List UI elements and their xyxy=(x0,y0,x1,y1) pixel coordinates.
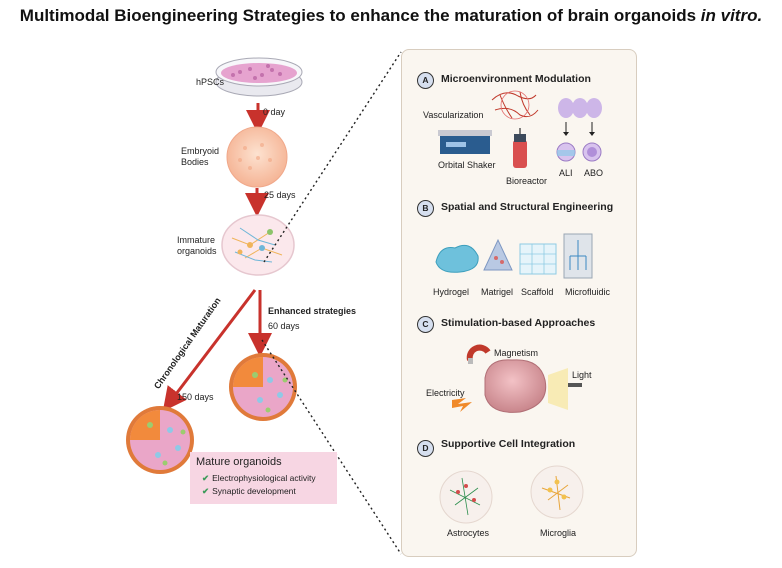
label-day60: 60 days xyxy=(268,321,300,331)
badge-b: B xyxy=(417,200,434,217)
ali-abo-icon xyxy=(556,98,602,162)
label-embryoid: Embryoid Bodies xyxy=(181,146,219,168)
hydrogel-icon xyxy=(435,244,479,273)
badge-a: A xyxy=(417,72,434,89)
label-astrocytes: Astrocytes xyxy=(447,528,490,538)
mature-item-2-text: Synaptic development xyxy=(212,486,296,496)
label-microfluidic: Microfluidic xyxy=(565,287,611,297)
label-embryoid-line1: Embryoid xyxy=(181,146,220,156)
chronological-organoid-icon xyxy=(126,406,194,474)
label-enhanced: Enhanced strategies xyxy=(268,306,357,316)
orbital-shaker-icon xyxy=(438,130,492,154)
mature-item-2: ✔Synaptic development xyxy=(202,486,296,497)
label-electricity: Electricity xyxy=(426,388,465,398)
label-microglia: Microglia xyxy=(540,528,577,538)
bioreactor-icon xyxy=(513,128,527,168)
label-immature: Immature organoids xyxy=(177,235,217,257)
mature-item-1-text: Electrophysiological activity xyxy=(212,473,316,483)
vessel-network-icon xyxy=(491,90,539,120)
enhanced-organoid-icon xyxy=(229,353,297,421)
light-icon xyxy=(548,368,582,410)
label-day150: 150 days xyxy=(177,392,214,402)
embryoid-body-icon xyxy=(226,126,288,188)
check-icon: ✔ xyxy=(202,473,210,483)
badge-c: C xyxy=(417,316,434,333)
section-c-title: Stimulation-based Approaches xyxy=(441,317,596,329)
matrigel-icon xyxy=(483,238,513,271)
label-matrigel: Matrigel xyxy=(481,287,514,297)
mature-organoids-box: Mature organoids ✔Electrophysiological a… xyxy=(190,452,337,504)
label-immature-line2: organoids xyxy=(177,246,217,256)
magnet-icon xyxy=(466,344,491,364)
check-icon: ✔ xyxy=(202,486,210,496)
label-vascularization: Vascularization xyxy=(423,110,484,120)
section-d-title: Supportive Cell Integration xyxy=(441,438,576,450)
scaffold-icon xyxy=(519,243,557,275)
label-orbital-shaker: Orbital Shaker xyxy=(438,160,496,170)
label-hpscs: hPSCs xyxy=(196,77,225,87)
stimulation-blob-icon xyxy=(484,359,547,413)
label-embryoid-line2: Bodies xyxy=(181,157,209,167)
title-main: Multimodal Bioengineering Strategies to … xyxy=(19,6,701,25)
label-hydrogel: Hydrogel xyxy=(433,287,470,297)
title-emphasis: in vitro. xyxy=(700,6,763,25)
label-magnetism: Magnetism xyxy=(494,348,539,358)
section-b-title: Spatial and Structural Engineering xyxy=(441,201,614,213)
label-day25: 25 days xyxy=(264,190,296,200)
microglia-icon xyxy=(530,465,584,519)
label-ali: ALI xyxy=(559,168,573,178)
microfluidic-icon xyxy=(563,233,593,279)
label-abo: ABO xyxy=(584,168,604,178)
petri-dish-icon xyxy=(215,57,303,97)
immature-organoid-icon xyxy=(221,214,295,276)
label-day0: 0 day xyxy=(263,107,286,117)
mature-title: Mature organoids xyxy=(196,456,282,468)
page-title: Multimodal Bioengineering Strategies to … xyxy=(0,6,782,26)
lightning-icon xyxy=(452,398,472,412)
badge-d: D xyxy=(417,440,434,457)
label-scaffold: Scaffold xyxy=(521,287,554,297)
mature-item-1: ✔Electrophysiological activity xyxy=(202,473,316,484)
label-light: Light xyxy=(572,370,592,380)
label-bioreactor: Bioreactor xyxy=(506,176,548,186)
label-immature-line1: Immature xyxy=(177,235,216,245)
astrocyte-icon xyxy=(439,470,493,524)
section-a-title: Microenvironment Modulation xyxy=(441,73,591,85)
